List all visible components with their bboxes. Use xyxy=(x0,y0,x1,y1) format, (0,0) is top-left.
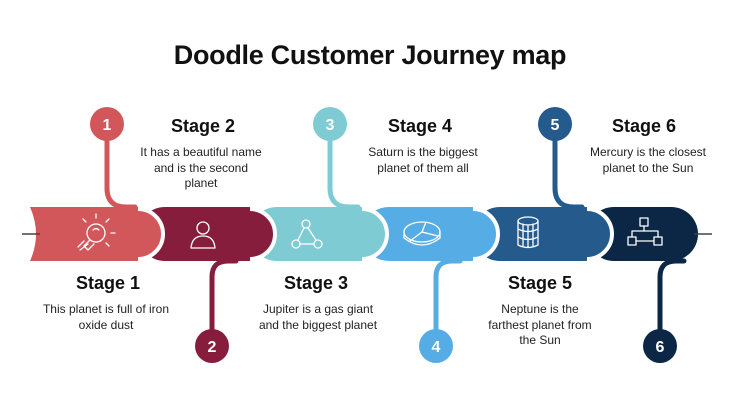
badge-stage-3: 3 xyxy=(313,107,347,141)
lightbulb-icon xyxy=(77,213,116,251)
page-title: Doodle Customer Journey map xyxy=(173,40,567,70)
connector-stage-5 xyxy=(552,134,585,210)
stage-1-heading: Stage 1 xyxy=(75,273,141,293)
tube-segment-6 xyxy=(587,207,698,261)
network-icon xyxy=(291,219,323,249)
tube-segment-5 xyxy=(473,207,612,261)
connector-stage-2 xyxy=(209,258,239,333)
badge-stage-6: 6 xyxy=(643,329,677,363)
connector-stage-4 xyxy=(433,258,463,333)
stage-2-description: It has a beautiful name and is the secon… xyxy=(140,145,262,190)
badge-stage-1: 1 xyxy=(90,107,124,141)
stage-3-description: Jupiter is a gas giant and the biggest p… xyxy=(258,302,378,332)
connector-stage-6 xyxy=(657,258,687,333)
tube-segment-3 xyxy=(250,207,387,261)
badge-stage-5: 5 xyxy=(538,107,572,141)
stage-2-heading: Stage 2 xyxy=(170,116,236,136)
badge-number: 3 xyxy=(326,117,335,134)
badge-stage-4: 4 xyxy=(419,329,453,363)
person-icon xyxy=(190,221,216,249)
segment-separators xyxy=(137,207,614,261)
coins-stack-icon xyxy=(517,216,539,249)
stage-5-heading: Stage 5 xyxy=(507,273,573,293)
badge-number: 6 xyxy=(656,339,665,356)
stage-4-description: Saturn is the biggest planet of them all xyxy=(368,145,478,175)
connectors xyxy=(104,134,687,333)
stage-5-description: Neptune is the farthest planet from the … xyxy=(488,302,592,347)
badge-number: 1 xyxy=(103,117,112,134)
connector-stage-1 xyxy=(104,134,138,210)
number-badges: 1 2 3 4 5 6 xyxy=(90,107,677,363)
tube-segment-2 xyxy=(138,207,275,261)
badge-number: 2 xyxy=(208,339,217,356)
stage-6-heading: Stage 6 xyxy=(611,116,677,136)
pie-chart-icon xyxy=(403,221,441,246)
badge-stage-2: 2 xyxy=(195,329,229,363)
tube-segment-1 xyxy=(30,207,163,261)
badge-number: 5 xyxy=(551,117,560,134)
stage-6-description: Mercury is the closest planet to the Sun xyxy=(589,145,707,175)
badge-number: 4 xyxy=(432,339,441,356)
stage-4-heading: Stage 4 xyxy=(387,116,453,136)
flowchart-icon xyxy=(627,217,663,246)
connector-stage-3 xyxy=(327,134,361,210)
stage-3-heading: Stage 3 xyxy=(283,273,349,293)
stage-1-description: This planet is full of iron oxide dust xyxy=(42,302,170,332)
